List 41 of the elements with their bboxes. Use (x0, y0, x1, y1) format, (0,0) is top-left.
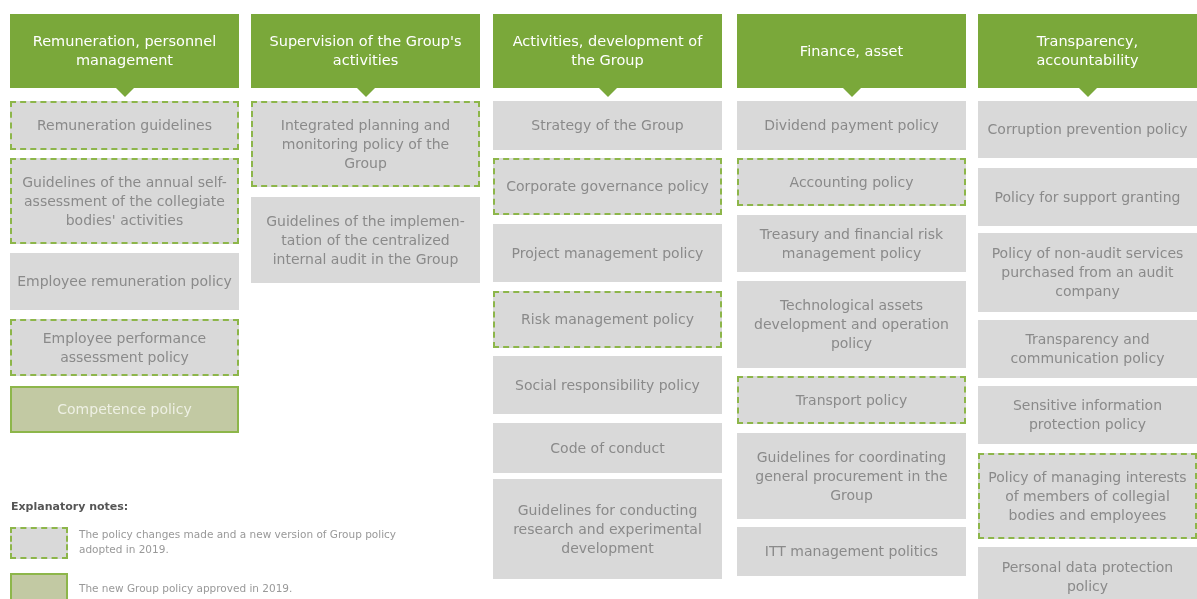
policy-box: Guidelines for conducting research and experimental development (493, 479, 722, 579)
policy-box: Code of conduct (493, 423, 722, 473)
legend-text: The policy changes made and a new version of Group policy adopted in 2019. (79, 527, 398, 557)
policy-box: Treasury and financial risk management policy (737, 215, 966, 272)
policy-box: Social responsibility policy (493, 356, 722, 414)
pointer-arrow (598, 88, 617, 97)
changed-policy-box: Transport policy (737, 376, 966, 424)
policy-box: Personal data protection policy (978, 547, 1197, 599)
pointer-arrow (1078, 88, 1097, 97)
policy-box: Strategy of the Group (493, 101, 722, 150)
new-policy-box: Competence policy (10, 386, 239, 433)
policy-box: Transparency and communication policy (978, 320, 1197, 378)
legend-text: The new Group policy approved in 2019. (79, 581, 294, 596)
changed-policy-box: Guidelines of the annual self-assessment of the collegiate bodies' activities (10, 158, 239, 244)
legend-title: Explanatory notes: (11, 500, 129, 513)
policy-box: Guidelines of the implemen-tation of the centralized internal audit in the Group (251, 197, 480, 283)
changed-policy-box: Accounting policy (737, 158, 966, 206)
pointer-arrow (842, 88, 861, 97)
changed-policy-box: Risk management policy (493, 291, 722, 348)
policy-box: Employee remuneration policy (10, 253, 239, 310)
policy-box: Guidelines for coordinating general procurement in the Group (737, 433, 966, 519)
pointer-arrow (115, 88, 134, 97)
changed-policy-box: Corporate governance policy (493, 158, 722, 215)
policy-box: Technological assets development and operation policy (737, 281, 966, 368)
changed-policy-box: Policy of managing interests of members of collegial bodies and employees (978, 453, 1197, 539)
policy-box: Dividend payment policy (737, 101, 966, 150)
category-header: Transparency, accountability (978, 14, 1197, 88)
policy-box: Policy of non-audit services purchased from an audit company (978, 233, 1197, 312)
category-header: Remuneration, personnel management (10, 14, 239, 88)
category-header: Supervision of the Group's activities (251, 14, 480, 88)
policy-box: Policy for support granting (978, 168, 1197, 226)
policy-box: Sensitive information protection policy (978, 386, 1197, 444)
pointer-arrow (356, 88, 375, 97)
changed-policy-box: Remuneration guidelines (10, 101, 239, 150)
policy-box: ITT management politics (737, 527, 966, 576)
policy-box: Project management policy (493, 224, 722, 282)
changed-policy-box: Integrated planning and monitoring policy of the Group (251, 101, 480, 187)
policy-box: Corruption prevention policy (978, 101, 1197, 158)
category-header: Activities, development of the Group (493, 14, 722, 88)
changed-policy-box: Employee performance assessment policy (10, 319, 239, 376)
category-header: Finance, asset (737, 14, 966, 88)
